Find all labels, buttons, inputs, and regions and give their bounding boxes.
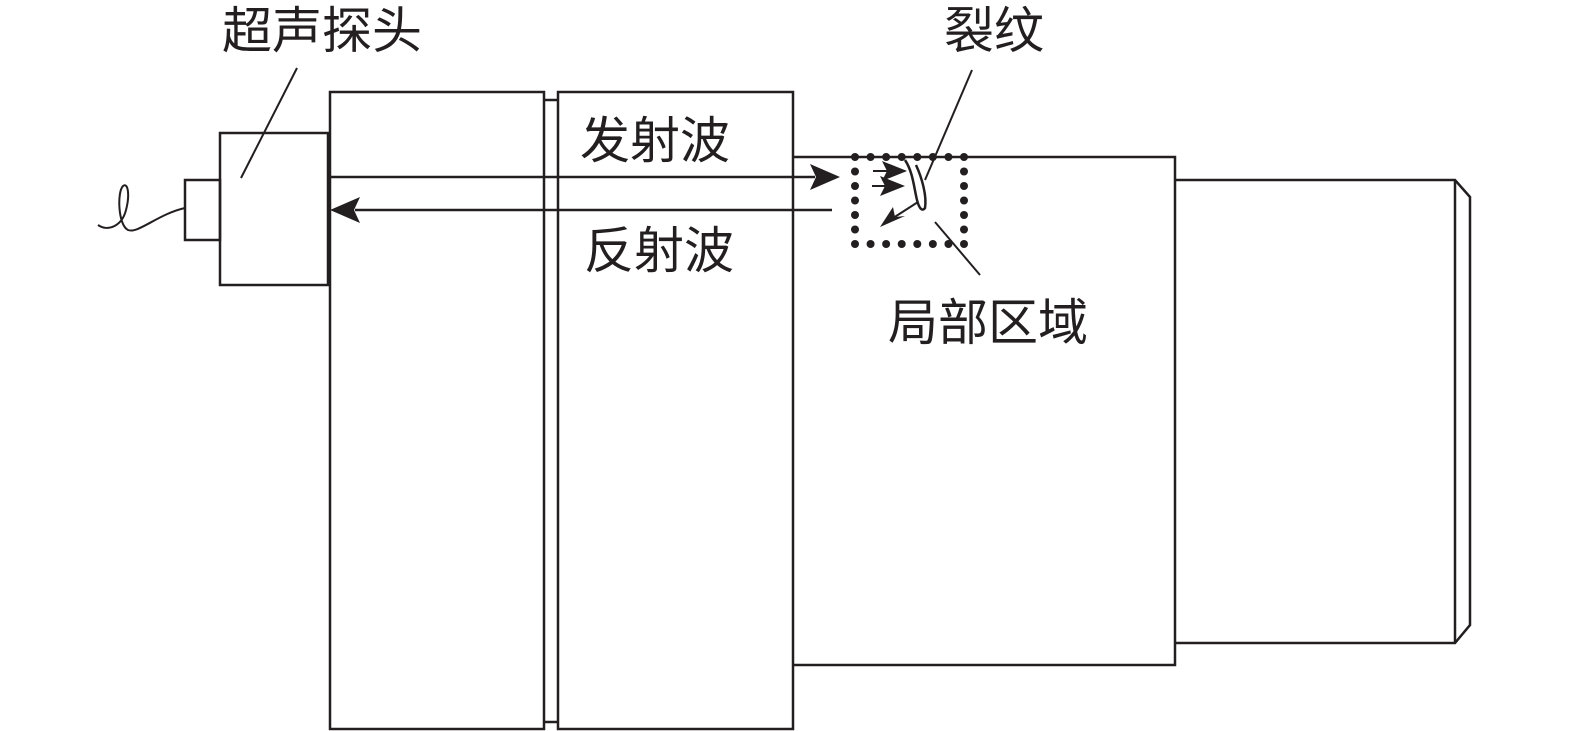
region-dot bbox=[851, 182, 859, 190]
region-dot bbox=[897, 153, 906, 161]
shaft-section-3 bbox=[793, 155, 1177, 667]
region-dot bbox=[960, 182, 968, 190]
crack-leader-line bbox=[924, 69, 973, 181]
echo-arrowhead-3 bbox=[880, 207, 905, 227]
region-dot bbox=[851, 240, 859, 248]
label-ultrasonic-probe: 超声探头 bbox=[222, 2, 422, 60]
probe-leader-line bbox=[240, 67, 298, 179]
region-dot bbox=[866, 240, 875, 248]
region-dot bbox=[866, 153, 875, 161]
region-dot bbox=[960, 196, 968, 205]
region-dot bbox=[851, 225, 859, 234]
region-dot bbox=[913, 153, 922, 161]
label-local-region: 局部区域 bbox=[888, 294, 1088, 352]
echo-arrowhead-2 bbox=[880, 176, 905, 196]
ultrasonic-probe bbox=[218, 131, 330, 287]
region-dot bbox=[960, 153, 968, 161]
label-crack: 裂纹 bbox=[944, 2, 1044, 60]
region-dot bbox=[960, 211, 968, 219]
region-dot bbox=[897, 240, 906, 248]
region-dot bbox=[851, 167, 859, 176]
region-dot bbox=[851, 211, 859, 219]
probe-connector bbox=[183, 178, 222, 242]
region-dot bbox=[960, 225, 968, 234]
region-dot bbox=[913, 240, 922, 248]
shaft-section-4 bbox=[1175, 178, 1472, 645]
region-dot bbox=[944, 153, 953, 161]
region-dot bbox=[960, 240, 968, 248]
crack bbox=[903, 159, 927, 211]
shaft-section-1 bbox=[328, 90, 546, 731]
region-dot bbox=[851, 196, 859, 205]
region-dot bbox=[944, 240, 953, 248]
emitted-wave-arrowhead bbox=[810, 164, 840, 190]
label-emitted-wave: 发射波 bbox=[580, 112, 730, 170]
region-dot bbox=[928, 240, 937, 248]
region-dot bbox=[882, 153, 891, 161]
label-reflected-wave: 反射波 bbox=[584, 222, 734, 280]
region-dot bbox=[960, 167, 968, 176]
region-leader-line bbox=[934, 221, 981, 276]
echo-arrowhead-1 bbox=[882, 161, 907, 181]
reflected-wave-arrowhead bbox=[330, 197, 360, 223]
probe-cable bbox=[97, 184, 186, 232]
shaft-section-2 bbox=[556, 90, 795, 731]
region-dot bbox=[851, 153, 859, 161]
region-dot bbox=[882, 240, 891, 248]
